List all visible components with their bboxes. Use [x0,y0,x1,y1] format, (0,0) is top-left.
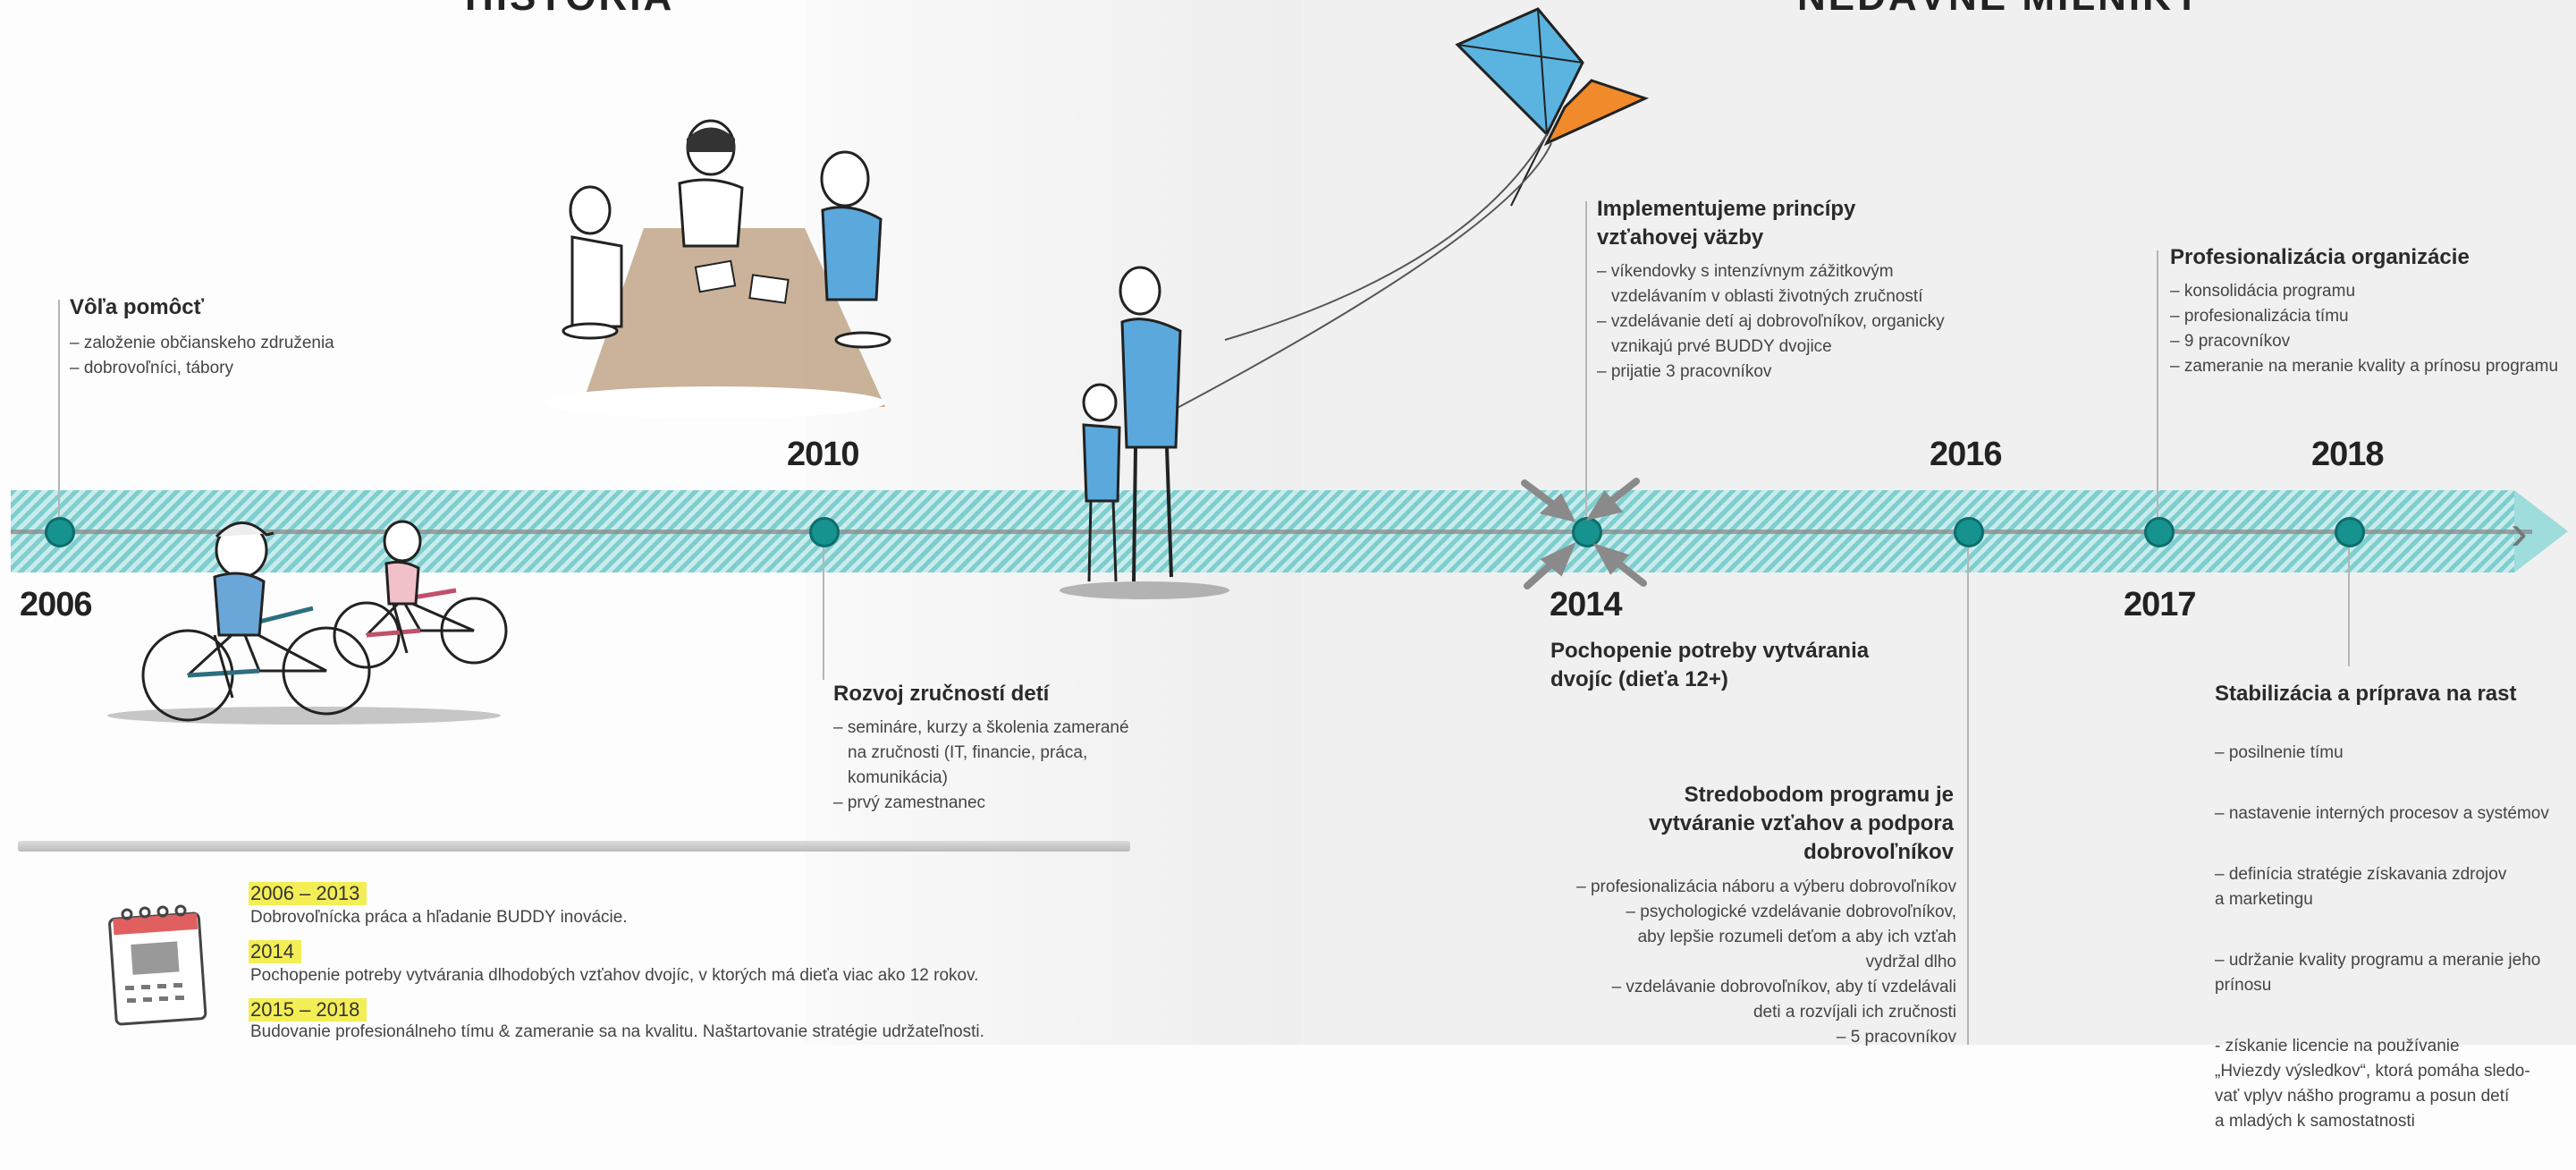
legend-text-3: Budovanie profesionálneho tímu & zameran… [250,1022,984,1041]
table-illustration [545,119,891,419]
event-2010-list: – semináre, kurzy a školenia zamerané na… [833,716,1129,816]
title-line: dvojíc (dieťa 12+) [1550,667,1728,691]
year-2017: 2017 [2124,586,2197,623]
timeline-dot-2014[interactable] [1572,517,1602,547]
list-item: aby lepšie rozumeli deťom a aby ich vzťa… [1637,928,1956,946]
list-item: – dobrovoľníci, tábory [70,359,233,377]
timeline-axis [11,530,2532,534]
list-item: – vzdelávanie detí aj dobrovoľníkov, org… [1597,312,1945,331]
section-title-history: HISTÓRIA [465,0,674,20]
list-item: – profesionalizácia náboru a výberu dobr… [1576,878,1956,896]
title-line: Pochopenie potreby vytvárania [1550,639,1870,663]
list-item: vzdelávaním v oblasti životných zručnost… [1611,287,1923,306]
legend-period-3: 2015 – 2018 [249,998,367,1022]
timeline-arrow-icon: › [2511,504,2528,560]
title-line: Stredobodom programu je [1684,783,1954,807]
list-item: vydržal dlho [1865,953,1956,971]
legend-period-2: 2014 [249,940,301,963]
connector-2018 [2348,532,2350,666]
legend-period-1: 2006 – 2013 [249,882,367,905]
timeline-dot-2017[interactable] [2144,517,2175,547]
list-item: – semináre, kurzy a školenia zamerané [833,718,1129,737]
list-item: – 5 pracovníkov [1836,1028,1956,1047]
event-2017-title: Profesionalizácia organizácie [2170,245,2470,269]
list-item: – 9 pracovníkov [2170,332,2291,351]
list-item: komunikácia) [848,768,948,787]
year-2018: 2018 [2311,436,2385,473]
legend-text-2: Pochopenie potreby vytvárania dlhodobých… [250,966,979,985]
connector-2014 [1585,201,1587,532]
list-item: na zručnosti (IT, financie, práca, [848,743,1088,762]
timeline-dot-2006[interactable] [45,517,75,547]
year-2006: 2006 [20,586,93,623]
list-item: – psychologické vzdelávanie dobrovoľníko… [1626,903,1956,921]
list-item: – nastavenie interných procesov a systém… [2215,804,2549,823]
year-2014: 2014 [1550,586,1623,623]
event-2014a-title: Implementujeme princípy vzťahovej väzby [1597,195,1855,252]
calendar-icon [108,904,207,1026]
event-2016-title: Stredobodom programu je vytváranie vzťah… [1551,781,1954,867]
title-line: vytváranie vzťahov a podpora [1649,811,1954,835]
section-title-recent: NEDÁVNE MÍĽNIKY [1797,0,2202,20]
connector-2006 [58,300,60,532]
event-2014a-list: – víkendovky s intenzívnym zážitkovým vz… [1597,259,1945,385]
title-line: dobrovoľníkov [1803,840,1954,864]
event-2010-title: Rozvoj zručností detí [833,682,1050,706]
list-item: – zameranie na meranie kvality a prínosu… [2170,357,2559,376]
kite-illustration [1060,7,1650,599]
timeline-dot-2016[interactable] [1954,517,1984,547]
list-item: – prvý zamestnanec [833,793,986,812]
list-item: – posilnenie tímu [2215,743,2344,762]
list-item: - získanie licencie na používanie „Hviez… [2215,1037,2530,1131]
converge-arrows-icon [1521,478,1647,589]
list-item: – vzdelávanie dobrovoľníkov, aby tí vzde… [1611,978,1956,996]
event-2017-list: – konsolidácia programu – profesionalizá… [2170,279,2558,379]
event-2006-list: – založenie občianskeho združenia – dobr… [70,331,334,381]
bicycle-illustration [107,520,508,725]
list-item: – konsolidácia programu [2170,282,2356,301]
event-2018-title: Stabilizácia a príprava na rast [2215,682,2517,706]
event-2006-title: Vôľa pomôcť [70,295,205,319]
list-item: vznikajú prvé BUDDY dvojice [1611,337,1832,356]
event-2016-list: – profesionalizácia náboru a výberu dobr… [1520,875,1956,1050]
list-item: – víkendovky s intenzívnym zážitkovým [1597,262,1894,281]
connector-2010 [823,532,824,680]
connector-2016 [1967,532,1969,1045]
list-item: – profesionalizácia tímu [2170,307,2349,326]
event-2018-list: – posilnenie tímu – nastavenie interných… [2215,716,2572,1170]
list-item: – udržanie kvality programu a meranie je… [2215,951,2541,995]
connector-2017 [2157,250,2158,532]
timeline-dot-2018[interactable] [2335,517,2365,547]
list-item: deti a rozvíjali ich zručnosti [1753,1003,1956,1022]
year-2010: 2010 [787,436,860,473]
legend-text-1: Dobrovoľnícka práca a hľadanie BUDDY ino… [250,908,628,927]
list-item: – prijatie 3 pracovníkov [1597,362,1772,381]
event-2014b-title: Pochopenie potreby vytvárania dvojíc (di… [1550,637,1869,694]
title-line: Implementujeme princípy [1597,197,1856,221]
year-2016: 2016 [1930,436,2003,473]
title-line: vzťahovej väzby [1597,225,1764,250]
timeline-dot-2010[interactable] [809,517,840,547]
divider-bar [18,841,1130,852]
list-item: – definícia stratégie získavania zdrojov… [2215,865,2507,909]
list-item: – založenie občianskeho združenia [70,334,334,352]
